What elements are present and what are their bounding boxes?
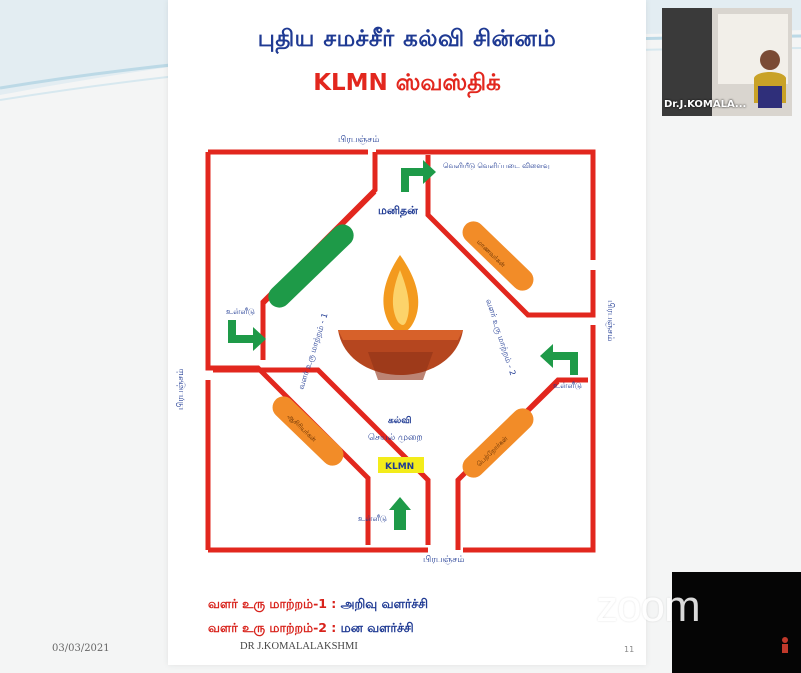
klmn-badge <box>378 457 424 473</box>
arrow-top-icon <box>401 160 436 192</box>
slide-title: புதிய சமச்சீர் கல்வி சின்னம் <box>257 26 557 52</box>
center-text-process: செயல் முறை <box>368 433 423 443</box>
arrow-left-icon <box>228 320 266 351</box>
oil-lamp-icon <box>338 255 463 380</box>
self-view-tile[interactable] <box>672 572 801 673</box>
label-left: பிரபஞ்சம் <box>176 369 186 410</box>
figure-icon <box>782 637 788 653</box>
presentation-slide: புதிய சமச்சீர் கல்வி சின்னம் KLMN ஸ்வஸ்த… <box>168 0 646 665</box>
pill-green <box>268 224 354 308</box>
footer-page-number: 11 <box>624 645 635 654</box>
label-right: பிரபஞ்சம் <box>605 300 615 341</box>
label-top: பிரபஞ்சம் <box>338 135 379 145</box>
klmn-swastik-diagram: பிரபஞ்சம் பிரபஞ்சம் பிரபஞ்சம் பிரபஞ்சம் … <box>176 135 615 565</box>
arrow-bottom-icon <box>389 497 411 530</box>
input-bottom: உள்ளீடு <box>358 514 387 523</box>
participant-name: Dr.J.KOMALA... <box>664 99 747 110</box>
zoom-watermark-logo: zoom <box>596 582 701 631</box>
input-right: உள்ளீடு <box>553 381 582 390</box>
arrow-right-icon <box>540 344 578 375</box>
label-bottom: பிரபஞ்சம் <box>423 555 464 565</box>
top-right-text: வெளியீடு வெளிப்படை விளைவு <box>443 162 550 170</box>
input-left: உள்ளீடு <box>226 307 255 316</box>
klmn-badge-text: KLMN <box>385 462 414 472</box>
center-text-education: கல்வி <box>388 415 411 426</box>
transformation-line-2: வளர் உரு மாற்றம்-2 : மன வளர்ச்சி <box>208 620 414 635</box>
participant-video-tile[interactable]: Dr.J.KOMALA... <box>662 8 792 116</box>
participant-video-frame <box>662 8 792 116</box>
pill-orange-right <box>462 408 534 478</box>
arc-right: வளர் உரு மாற்றம் - 2 <box>483 298 517 377</box>
footer-date: 03/03/2021 <box>52 643 110 654</box>
transformation-line-1: வளர் உரு மாற்றம்-1 : அறிவு வளர்ச்சி <box>208 596 429 611</box>
center-top-label: மனிதன் <box>378 204 418 218</box>
footer-author: DR J.KOMALALAKSHMI <box>240 641 358 652</box>
pill-orange-left <box>272 396 344 466</box>
pill-orange-top <box>462 221 534 291</box>
slide-subtitle: KLMN ஸ்வஸ்திக் <box>313 70 501 96</box>
green-arrows <box>228 160 578 530</box>
